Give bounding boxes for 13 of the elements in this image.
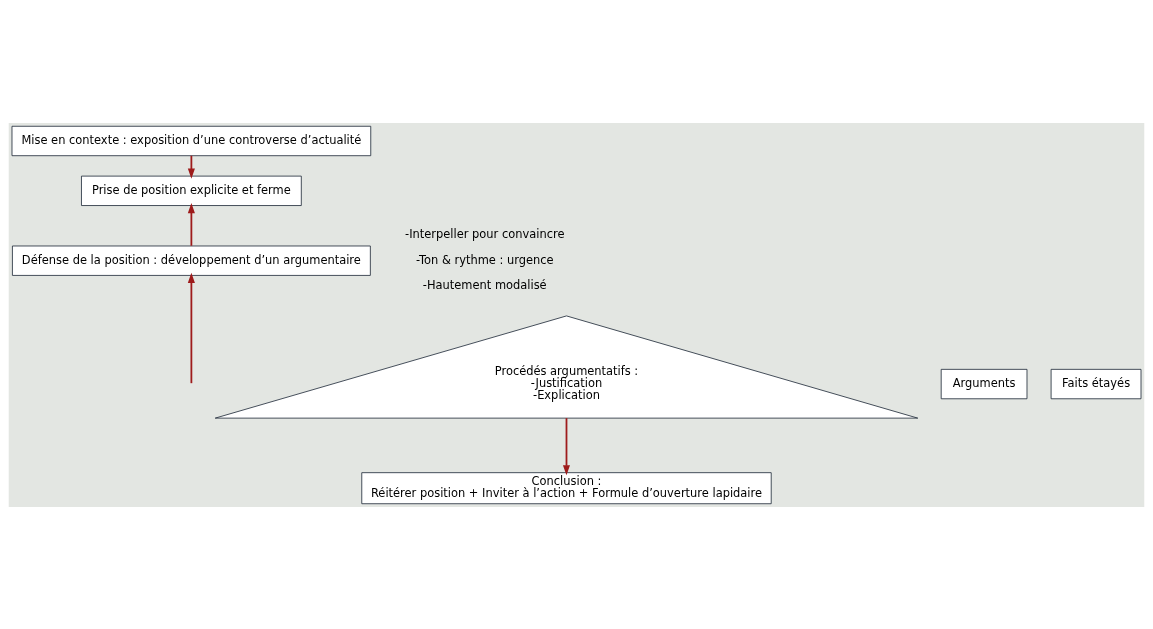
- arrow: [187, 202, 195, 247]
- node-box: Prise de position explicite et ferme: [81, 175, 302, 206]
- label: -Ton & rythme : urgence: [415, 252, 554, 267]
- node-box: Mise en contexte : exposition d’une controverse d’actualité: [11, 125, 372, 156]
- arrow: [562, 416, 571, 475]
- node-box: Conclusion : Réitérer position + Inviter à l’action + Formule d’ouverture lapidaire: [361, 471, 772, 504]
- arrow: [187, 154, 195, 179]
- node-box: Faits étayés: [1050, 368, 1142, 399]
- node-box: Défense de la position : développement d’un argumentaire: [12, 245, 371, 276]
- label: -Hautement modalisé: [422, 277, 547, 292]
- label: -Interpeller pour convaincre: [405, 226, 565, 241]
- node-box: Arguments: [940, 368, 1028, 399]
- arrow: [187, 272, 195, 384]
